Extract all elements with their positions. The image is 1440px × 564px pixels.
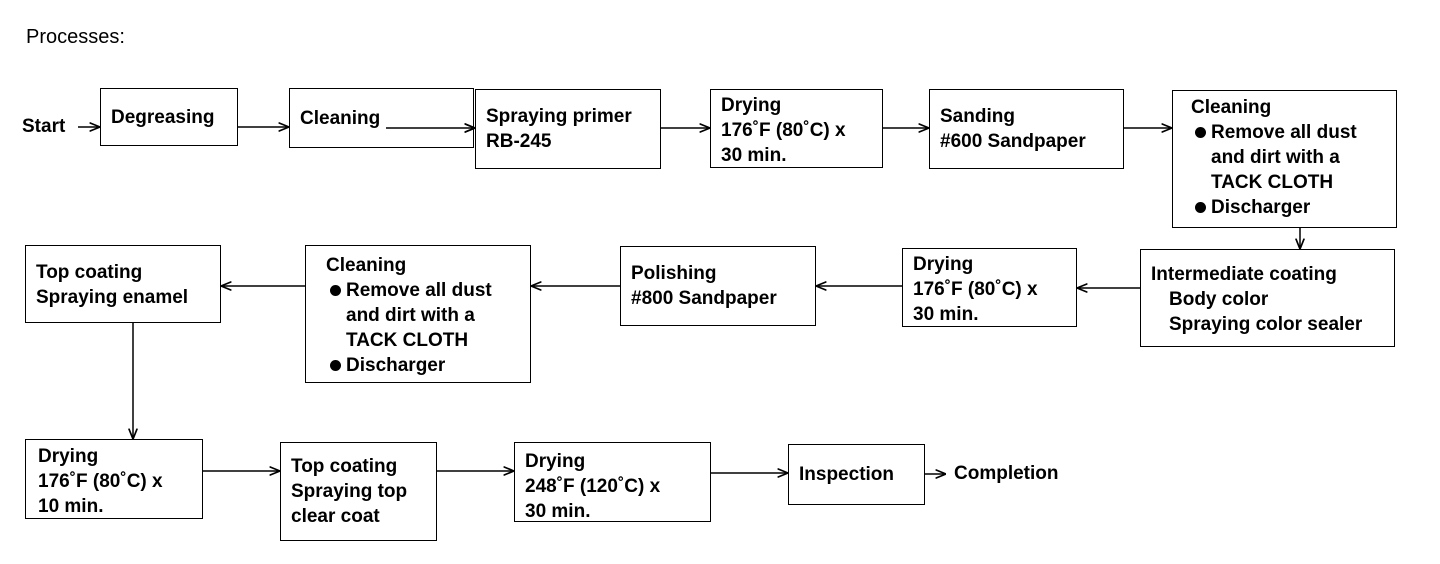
step-line: Drying [38,446,99,467]
bullet-dot-icon [1195,127,1206,138]
step-line: Spraying top [291,481,408,502]
step-title: Cleaning [326,255,407,276]
step-polishing: Polishing #800 Sandpaper [620,246,816,326]
step-line: 176˚F (80˚C) x [721,120,846,141]
step-drying-3: Drying 176˚F (80˚C) x 10 min. [25,439,203,519]
step-drying-4: Drying 248˚F (120˚C) x 30 min. [514,442,711,522]
bullet-line: and dirt with a [346,305,475,326]
step-line: Sanding [940,106,1015,127]
step-line: #600 Sandpaper [940,131,1086,152]
step-line: 30 min. [721,145,787,166]
page-heading: Processes: [26,26,125,48]
step-intermediate-coating: Intermediate coating Body color Spraying… [1140,249,1395,347]
step-line: Inspection [799,464,895,485]
step-line: 176˚F (80˚C) x [913,279,1038,300]
bullet-item: Discharger [1191,195,1388,220]
step-cleaning-1: Cleaning [289,88,474,148]
step-top-coating-enamel: Top coating Spraying enamel [25,245,221,323]
step-line: Spraying primer [486,106,632,127]
step-degreasing: Degreasing [100,88,238,146]
step-drying-2: Drying 176˚F (80˚C) x 30 min. [902,248,1077,327]
bullet-item: Discharger [326,353,522,378]
bullet-line: Remove all dust [1211,122,1357,143]
completion-label: Completion [954,463,1059,484]
step-line: Drying [525,451,586,472]
bullet-line: TACK CLOTH [1211,172,1334,193]
bullet-line: Discharger [1211,197,1311,218]
start-label: Start [22,116,66,137]
step-line: Top coating [36,262,143,283]
step-top-coating-clear: Top coating Spraying top clear coat [280,442,437,541]
step-line: Drying [721,95,782,116]
step-inspection: Inspection [788,444,925,505]
bullet-dot-icon [330,360,341,371]
step-line: Degreasing [111,107,215,128]
bullet-item: Remove all dust and dirt with a TACK CLO… [326,278,522,353]
bullet-line: and dirt with a [1211,147,1340,168]
step-title: Cleaning [1191,97,1272,118]
step-line: Polishing [631,263,717,284]
step-line: Spraying enamel [36,287,189,308]
step-drying-1: Drying 176˚F (80˚C) x 30 min. [710,89,883,168]
step-line: Cleaning [300,108,381,129]
step-line: clear coat [291,506,380,527]
step-line: #800 Sandpaper [631,288,777,309]
step-line: 176˚F (80˚C) x [38,471,163,492]
step-line: Drying [913,254,974,275]
bullet-line: Remove all dust [346,280,492,301]
bullet-line: Discharger [346,355,446,376]
step-cleaning-3: Cleaning Remove all dust and dirt with a… [305,245,531,383]
step-line: Spraying color sealer [1169,314,1363,335]
step-line: 30 min. [525,501,591,522]
step-line: 10 min. [38,496,104,517]
step-sanding: Sanding #600 Sandpaper [929,89,1124,169]
bullet-dot-icon [1195,202,1206,213]
step-line: Top coating [291,456,398,477]
step-line: Body color [1169,289,1269,310]
step-spraying-primer: Spraying primer RB-245 [475,89,661,169]
bullet-dot-icon [330,285,341,296]
bullet-item: Remove all dust and dirt with a TACK CLO… [1191,120,1388,195]
step-line: Intermediate coating [1151,264,1337,285]
step-line: 30 min. [913,304,979,325]
step-line: RB-245 [486,131,552,152]
step-line: 248˚F (120˚C) x [525,476,661,497]
step-cleaning-2: Cleaning Remove all dust and dirt with a… [1172,90,1397,228]
bullet-line: TACK CLOTH [346,330,469,351]
